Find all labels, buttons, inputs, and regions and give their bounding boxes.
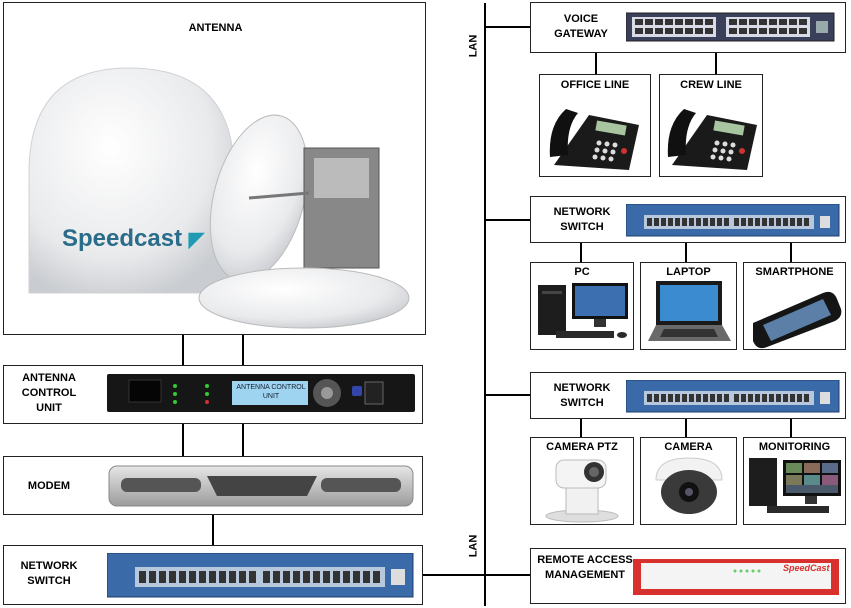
connector-switch-lan	[423, 574, 485, 576]
crew-phone-image	[667, 109, 757, 170]
camera-label: CAMERA	[664, 441, 713, 453]
network-switch-1-image	[626, 204, 840, 237]
camera-ptz-box: CAMERA PTZ	[530, 437, 634, 525]
camera-ptz-image	[545, 459, 619, 523]
remote-access-box: REMOTE ACCESS MANAGEMENT SpeedCast	[530, 548, 846, 604]
connector-antenna-acu-1	[182, 335, 184, 365]
laptop-image	[648, 281, 731, 341]
network-switch-2-label: NETWORK SWITCH	[553, 382, 611, 409]
network-switch-2-image	[626, 380, 840, 413]
office-phone-image	[549, 109, 639, 170]
lan-label-top: LAN	[467, 34, 480, 58]
connector-switch2-monitoring	[790, 419, 792, 437]
acu-label: ANTENNA CONTROL UNIT	[21, 372, 77, 414]
remote-access-router-image	[633, 559, 839, 595]
antenna-box: ANTENNA Speedcast ◤	[3, 2, 426, 335]
modem-label: MODEM	[27, 480, 71, 492]
office-line-label: OFFICE LINE	[560, 79, 630, 91]
antenna-radome-image	[28, 67, 410, 329]
remote-access-brand-text: SpeedCast	[783, 563, 830, 573]
camera-box: CAMERA	[640, 437, 737, 525]
speedcast-logo-text: Speedcast	[62, 225, 183, 252]
connector-switch1-laptop	[685, 243, 687, 262]
smartphone-image	[753, 291, 842, 349]
connector-modem-switch	[212, 515, 214, 545]
network-switch-bottom-label: NETWORK SWITCH	[20, 560, 78, 587]
camera-ptz-label: CAMERA PTZ	[546, 441, 618, 453]
modem-device-image	[108, 465, 414, 507]
connector-switch2-camera-ptz	[580, 419, 582, 437]
acu-display-text: ANTENNA CONTROL UNIT	[236, 384, 306, 400]
monitoring-box: MONITORING	[743, 437, 846, 525]
lan-label-bottom: LAN	[467, 534, 480, 558]
voice-gateway-image	[626, 12, 835, 42]
connector-lan-switch-2	[486, 394, 530, 396]
connector-vg-office	[595, 53, 597, 74]
smartphone-box: SMARTPHONE	[743, 262, 846, 350]
lan-bus	[484, 3, 486, 606]
smartphone-label: SMARTPHONE	[755, 266, 834, 278]
connector-switch2-camera	[685, 419, 687, 437]
connector-vg-crew	[715, 53, 717, 74]
network-switch-2-box: NETWORK SWITCH	[530, 372, 846, 419]
crew-line-box: CREW LINE	[659, 74, 763, 177]
voice-gateway-box: VOICE GATEWAY	[530, 2, 846, 53]
connector-lan-remote-access	[486, 574, 530, 576]
camera-dome-image	[655, 457, 723, 514]
monitoring-label: MONITORING	[758, 441, 831, 453]
laptop-label: LAPTOP	[666, 266, 711, 278]
monitoring-image	[749, 458, 841, 513]
connector-switch1-pc	[580, 243, 582, 262]
speedcast-logo: Speedcast ◤	[62, 225, 204, 253]
connector-acu-modem-1	[182, 424, 184, 456]
network-switch-bottom-box: NETWORK SWITCH	[3, 545, 423, 605]
network-switch-bottom-image	[107, 553, 414, 598]
connector-switch1-smartphone	[790, 243, 792, 262]
pc-image	[538, 283, 628, 338]
laptop-box: LAPTOP	[640, 262, 737, 350]
network-switch-1-box: NETWORK SWITCH	[530, 196, 846, 243]
crew-line-label: CREW LINE	[680, 79, 742, 91]
connector-lan-switch-1	[486, 219, 530, 221]
speedcast-logo-mark-icon: ◤	[188, 229, 205, 251]
connector-antenna-acu-2	[242, 335, 244, 365]
pc-box: PC	[530, 262, 634, 350]
voice-gateway-label: VOICE GATEWAY	[554, 13, 608, 40]
connector-acu-modem-2	[242, 424, 244, 456]
acu-box: ANTENNA CONTROL UNIT ANTENNA CONTROL UNI…	[3, 365, 423, 424]
modem-box: MODEM	[3, 456, 423, 515]
acu-device-image	[107, 374, 415, 412]
network-switch-1-label: NETWORK SWITCH	[553, 206, 611, 233]
pc-label: PC	[574, 266, 590, 278]
remote-access-label: REMOTE ACCESS MANAGEMENT	[537, 554, 633, 581]
connector-lan-voice-gateway	[486, 26, 530, 28]
office-line-box: OFFICE LINE	[539, 74, 651, 177]
antenna-label: ANTENNA	[188, 22, 243, 34]
